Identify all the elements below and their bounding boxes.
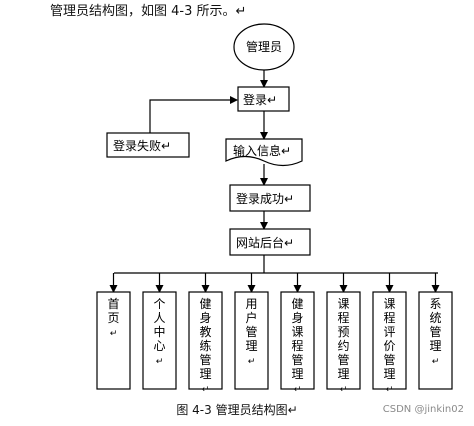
module-label-char: ↵ (248, 357, 256, 367)
node-login-success-label: 登录成功↵ (236, 191, 294, 206)
module-label-char: ↵ (386, 385, 394, 395)
node-login-failed: 登录失败↵ (106, 132, 190, 158)
module-boxes: 首页↵个人中心↵健身教练管理↵用户管理↵健身课程管理↵课程预约管理↵课程评价管理… (96, 291, 453, 395)
module-label-char: 预 (337, 325, 349, 339)
module-label-char: 管 (337, 352, 349, 367)
module-label-char: 教 (199, 324, 211, 339)
module-label-char: 系 (429, 297, 441, 311)
module-label-char: 首 (107, 297, 119, 311)
node-input-info-label: 输入信息↵ (233, 143, 291, 158)
module-label-char: 程 (337, 310, 349, 325)
module-label-char: 用 (245, 297, 257, 311)
node-login-failed-label: 登录失败↵ (113, 138, 171, 153)
module-label-char: 身 (199, 310, 211, 325)
node-login: 登录↵ (237, 86, 290, 112)
module-drop-lines (109, 273, 440, 293)
node-login-success: 登录成功↵ (229, 184, 311, 212)
module-box-frame (188, 291, 223, 390)
module-label-char: ↵ (202, 385, 210, 395)
module-label-char: 练 (199, 338, 211, 353)
node-start: 管理员 (233, 23, 295, 71)
module-label-char: 管 (245, 324, 257, 339)
module-label-char: 个 (153, 297, 165, 311)
module-label-char: 理 (245, 339, 257, 353)
module-label-char: 管 (383, 352, 395, 367)
module-label-char: 课 (291, 325, 303, 339)
edge-failed-to-login (149, 96, 238, 133)
module-box-frame (142, 291, 177, 390)
node-backend: 网站后台↵ (229, 228, 311, 256)
module-label-char: 理 (291, 367, 303, 381)
module-label-char: 理 (337, 367, 349, 381)
module-label-char: 价 (383, 339, 395, 353)
module-label-char: 理 (383, 367, 395, 381)
module-box-frame (372, 291, 407, 390)
module-label-char: 程 (383, 310, 395, 325)
module-label-char: 统 (429, 311, 441, 325)
connectors (109, 70, 440, 293)
module-box-frame (280, 291, 315, 390)
module-label-char: 程 (291, 338, 303, 353)
module-label-char: 理 (429, 339, 441, 353)
module-label-char: ↵ (110, 329, 118, 339)
module-label-char: 身 (291, 310, 303, 325)
module-label-char: 评 (383, 325, 395, 339)
module-label-char: ↵ (340, 385, 348, 395)
module-box-frame (418, 291, 453, 390)
module-label-char: 健 (291, 297, 303, 311)
module-label-char: 课 (337, 297, 349, 311)
module-label-char: ↵ (432, 357, 440, 367)
module-label-char: 心 (153, 339, 165, 353)
module-label-char: 户 (245, 310, 257, 325)
module-label-char: 管 (291, 352, 303, 367)
module-label-char: 约 (337, 338, 349, 353)
figure-caption: 图 4-3 管理员结构图↵ (176, 403, 298, 417)
module-label-char: 页 (107, 311, 119, 325)
module-box-frame (326, 291, 361, 390)
module-label-char: 理 (199, 367, 211, 381)
node-login-label: 登录↵ (243, 92, 277, 107)
node-start-label: 管理员 (246, 39, 282, 54)
module-box-frame (234, 291, 269, 390)
module-label-char: ↵ (294, 385, 302, 395)
module-label-char: 课 (383, 297, 395, 311)
module-label-char: 人 (153, 311, 165, 325)
module-box-1: 首页 ↵ (96, 291, 131, 390)
watermark: CSDN @jinkin02 (382, 404, 464, 415)
module-label-char: 健 (199, 297, 211, 311)
module-label-char: 管 (199, 352, 211, 367)
module-label-char: ↵ (156, 357, 164, 367)
intro-paragraph: 管理员结构图，如图 4-3 所示。↵ (50, 4, 247, 19)
module-label-char: 中 (153, 324, 165, 339)
node-input-info: 输入信息↵ (225, 138, 303, 167)
node-backend-label: 网站后台↵ (236, 235, 294, 250)
module-label-char: 管 (429, 324, 441, 339)
module-box-frame (96, 291, 131, 390)
